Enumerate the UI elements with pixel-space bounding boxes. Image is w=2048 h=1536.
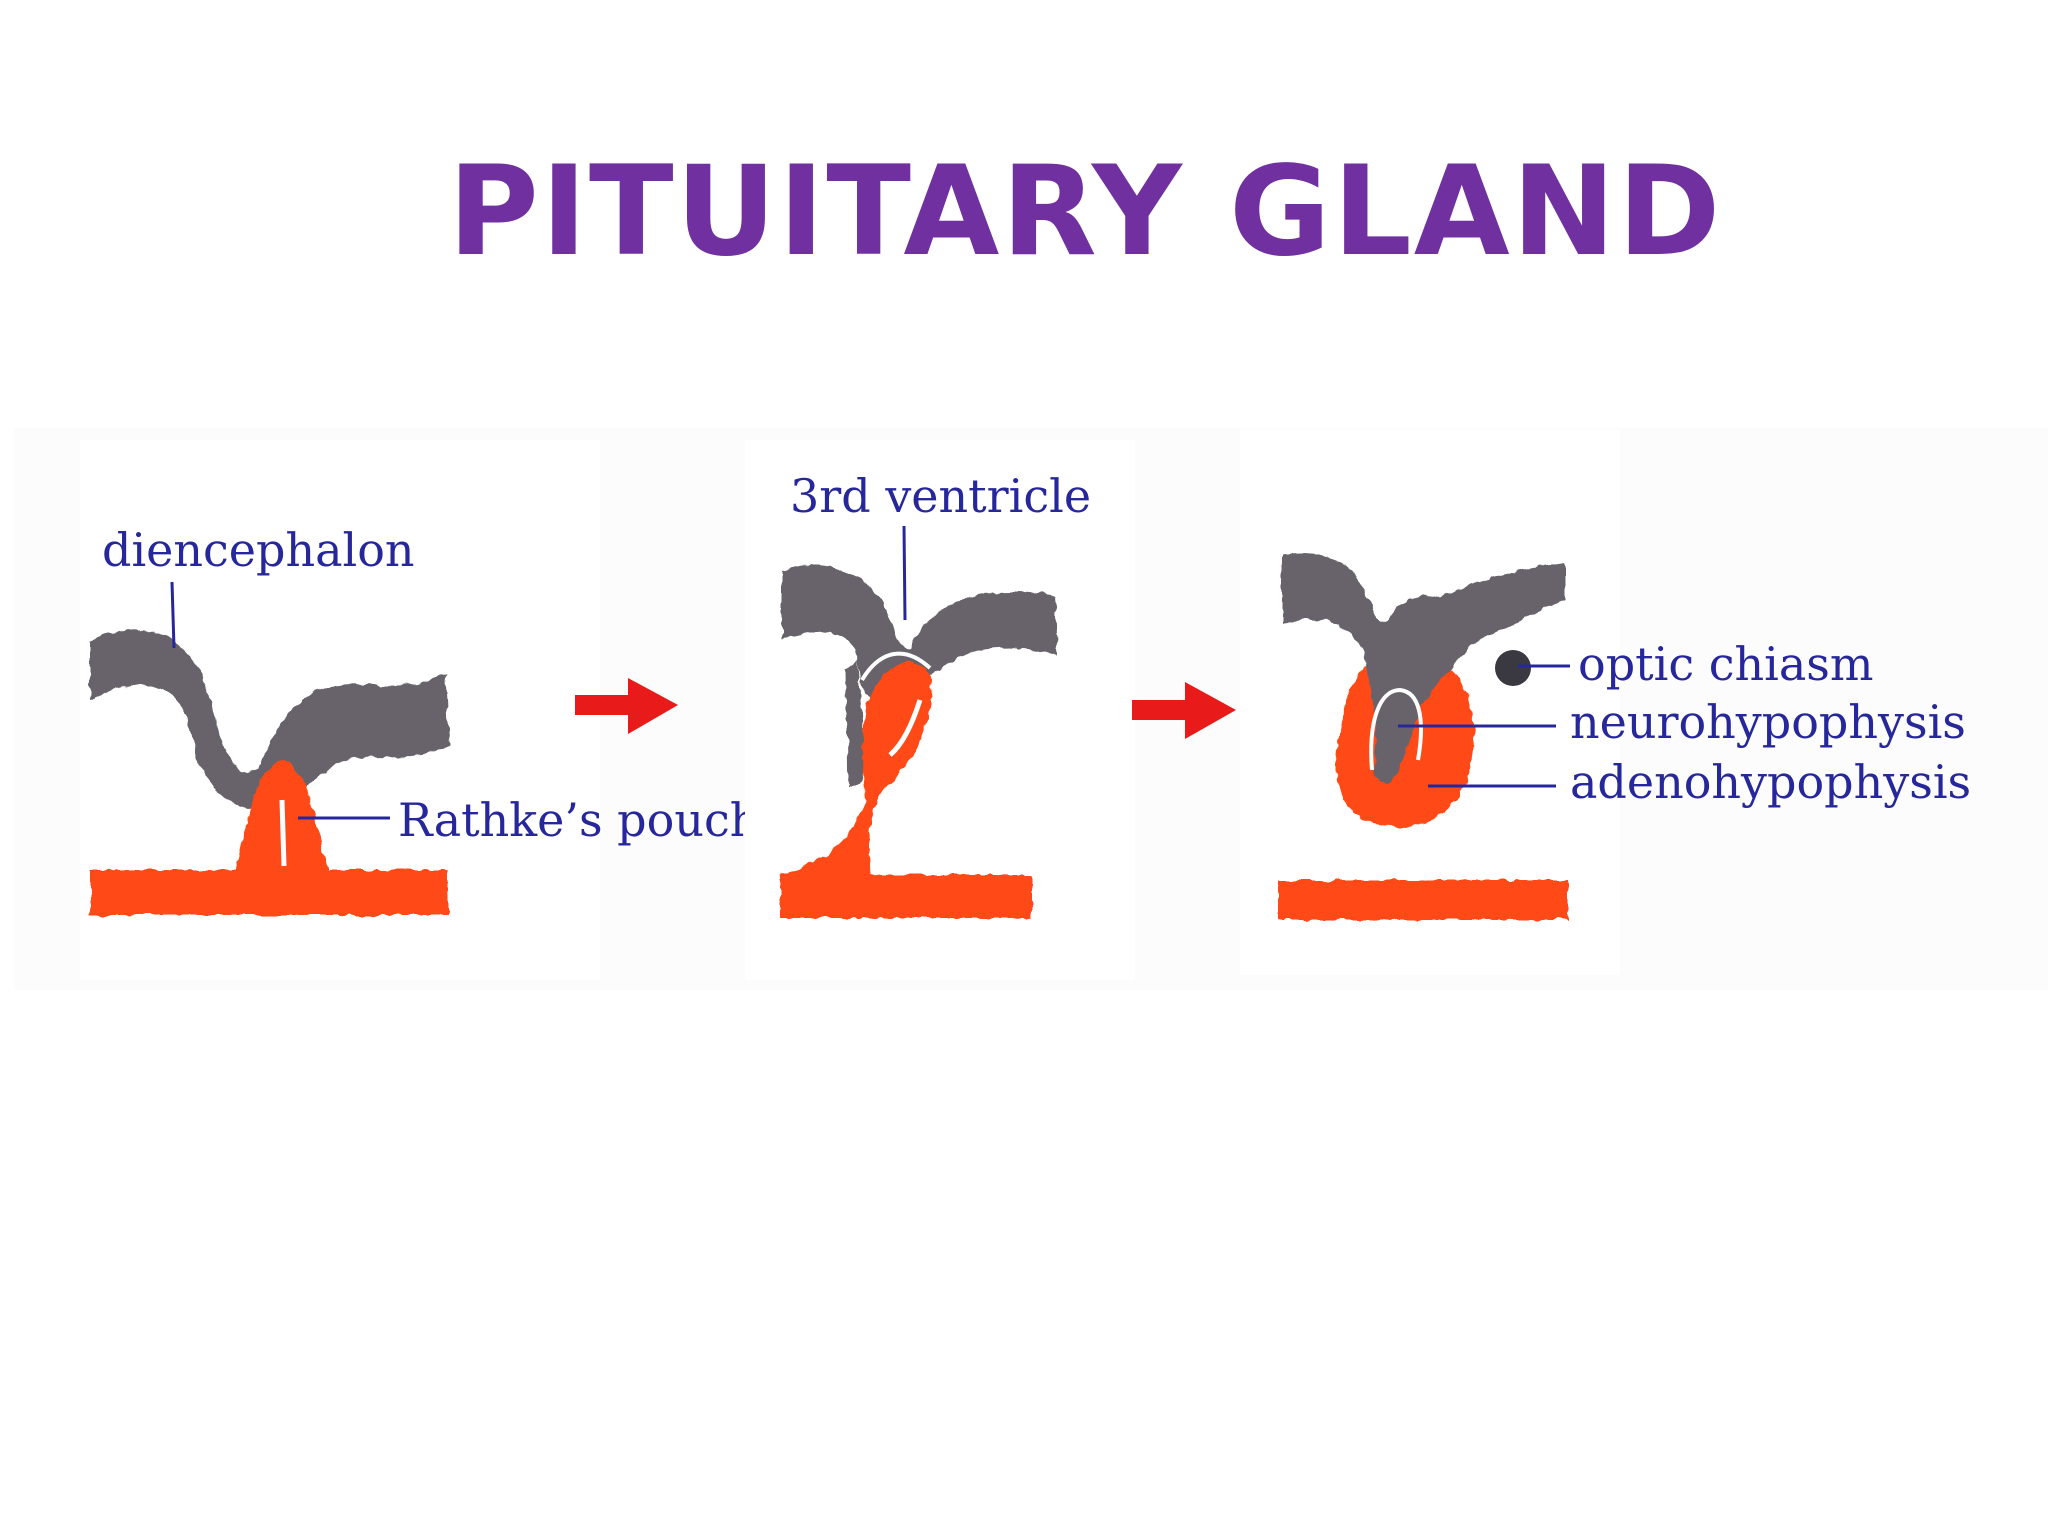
stage-1: diencephalon Rathke’s pouch	[80, 440, 759, 980]
optic-chiasm-label: optic chiasm	[1578, 637, 1873, 691]
third-ventricle-label: 3rd ventricle	[790, 469, 1091, 523]
right-arrow-icon	[575, 678, 678, 734]
stage-3-oral-ectoderm	[1278, 880, 1568, 920]
stage-2: 3rd ventricle	[745, 440, 1135, 980]
stage-2-pouch-tissue	[780, 662, 1032, 918]
third-ventricle-leader	[902, 525, 907, 621]
right-arrow-icon	[1132, 682, 1236, 739]
stage-3: optic chiasm neurohypophysis adenohypoph…	[1240, 430, 1971, 975]
diencephalon-label: diencephalon	[102, 523, 415, 577]
rathkes-pouch-tissue	[90, 760, 448, 915]
rathkes-pouch-label: Rathke’s pouch	[398, 793, 759, 847]
adenohypophysis-label: adenohypophysis	[1570, 755, 1971, 809]
stage-2-neural-tissue	[782, 565, 1058, 785]
diencephalon-tissue	[90, 629, 450, 810]
neurohypophysis-label: neurohypophysis	[1570, 695, 1966, 749]
neurohypophysis-tissue	[1282, 553, 1565, 784]
page-title: PITUITARY GLAND	[448, 140, 1723, 284]
diencephalon-leader	[170, 581, 176, 649]
optic-chiasm-circle	[1495, 650, 1531, 686]
